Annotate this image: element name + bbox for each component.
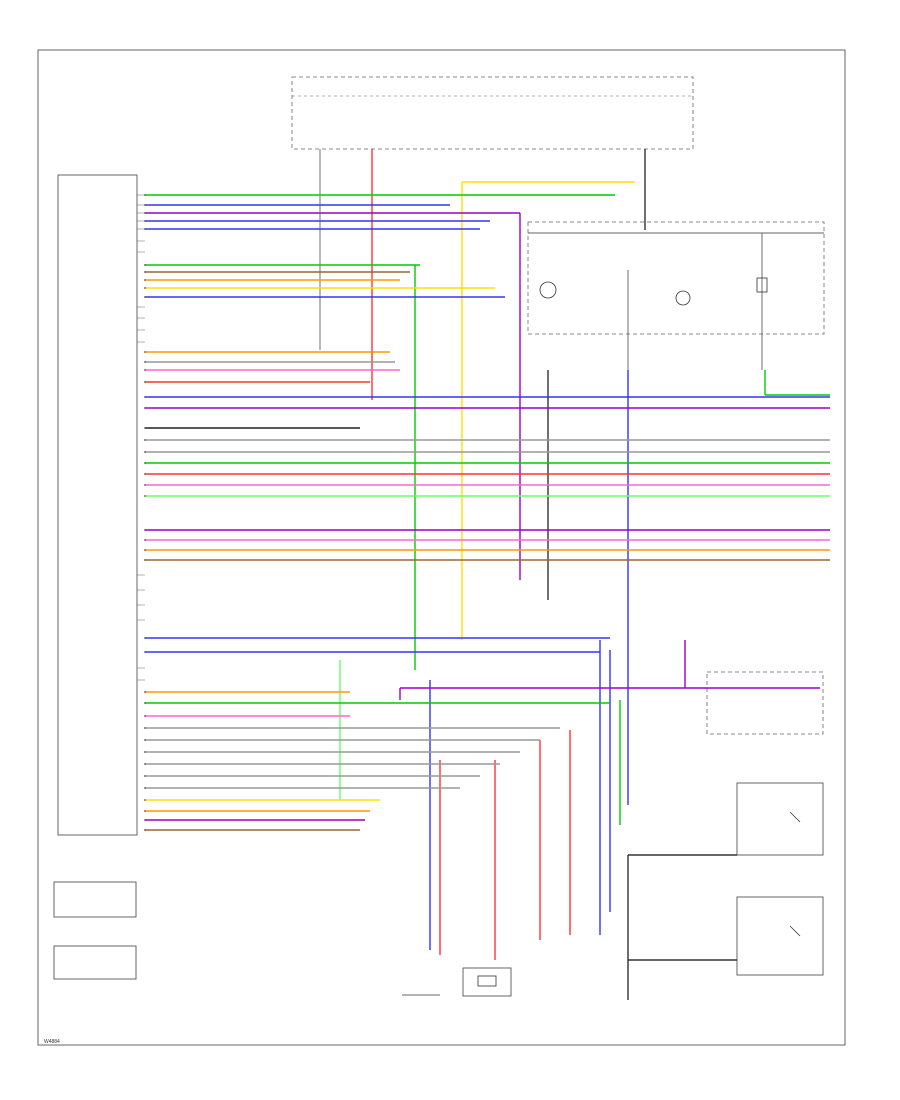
diagram-code: W4884 [44, 1039, 60, 1045]
pin-dot-30 [144, 702, 146, 704]
pin-dot-22 [144, 495, 146, 497]
bottom-component-core [477, 975, 497, 987]
pin-dot-36 [144, 775, 146, 777]
relay-area-outline [527, 221, 825, 335]
pin-dot-35 [144, 763, 146, 765]
pin-dot-34 [144, 751, 146, 753]
pin-dot-16 [144, 427, 146, 429]
pin-dot-39 [144, 810, 146, 812]
pin-dot-38 [144, 799, 146, 801]
pin-dot-21 [144, 484, 146, 486]
pin-dot-17 [144, 439, 146, 441]
sensor-box-2 [53, 945, 137, 980]
pin-dot-7 [144, 279, 146, 281]
pin-dot-18 [144, 451, 146, 453]
diagram-frame [37, 49, 846, 1046]
pin-dot-41 [144, 829, 146, 831]
sensor-box-1 [53, 881, 137, 918]
pin-dot-40 [144, 819, 146, 821]
pin-dot-33 [144, 739, 146, 741]
pin-dot-2 [144, 212, 146, 214]
pin-dot-24 [144, 539, 146, 541]
pin-dot-6 [144, 271, 146, 273]
pin-dot-5 [144, 264, 146, 266]
pin-dot-0 [144, 194, 146, 196]
switch-contact-1 [789, 811, 801, 823]
pin-dot-11 [144, 361, 146, 363]
switch-module-1 [736, 782, 824, 856]
pin-dot-13 [144, 381, 146, 383]
pin-dot-15 [144, 407, 146, 409]
pin-dot-12 [144, 369, 146, 371]
motor-icon-2 [675, 290, 691, 306]
pin-dot-23 [144, 529, 146, 531]
pin-dot-10 [144, 351, 146, 353]
pin-dot-14 [144, 396, 146, 398]
pin-dot-28 [144, 651, 146, 653]
pin-dot-3 [144, 220, 146, 222]
relay-coil [756, 277, 768, 293]
pin-dot-27 [144, 637, 146, 639]
pin-dot-20 [144, 473, 146, 475]
pin-dot-8 [144, 287, 146, 289]
pin-dot-1 [144, 204, 146, 206]
top-module-outline [291, 76, 694, 150]
control-unit-pins [137, 194, 145, 681]
pin-dot-19 [144, 462, 146, 464]
bottom-component-box [462, 967, 512, 997]
pin-dot-29 [144, 691, 146, 693]
pin-dot-25 [144, 549, 146, 551]
pin-dot-37 [144, 787, 146, 789]
control-unit-box [57, 174, 138, 836]
wire-layer [144, 194, 830, 831]
motor-icon-1 [539, 281, 557, 299]
pin-dot-9 [144, 296, 146, 298]
pin-dot-4 [144, 228, 146, 230]
switch-dashed-1 [706, 671, 824, 735]
switch-module-2 [736, 896, 824, 976]
pin-dot-31 [144, 715, 146, 717]
switch-contact-2 [789, 925, 801, 937]
pin-dot-26 [144, 559, 146, 561]
vertical-wires [319, 149, 830, 1000]
pin-dot-32 [144, 727, 146, 729]
